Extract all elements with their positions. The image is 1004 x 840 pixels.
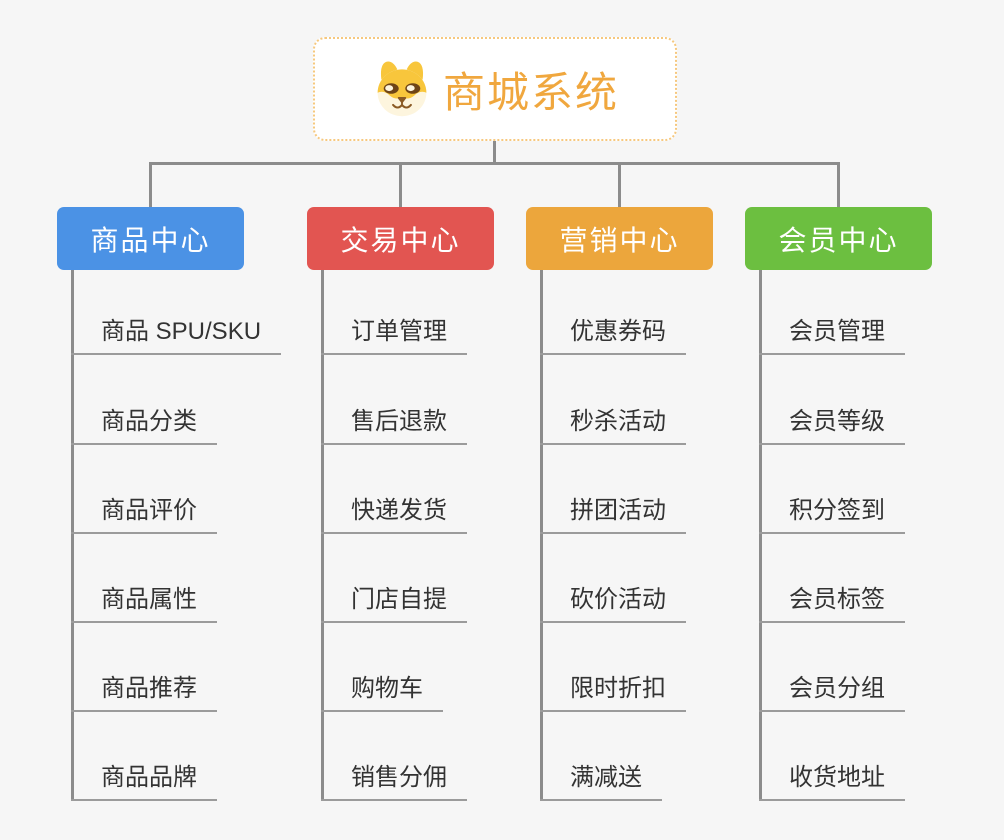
branch-node-marketing-center[interactable]: 营销中心 xyxy=(526,207,713,270)
root-node[interactable]: 商城系统 xyxy=(313,37,677,141)
leaf-node[interactable]: 门店自提 xyxy=(321,586,467,623)
leaf-node[interactable]: 会员管理 xyxy=(759,318,905,355)
leaf-node[interactable]: 会员标签 xyxy=(759,586,905,623)
leaf-node[interactable]: 积分签到 xyxy=(759,497,905,534)
leaf-node[interactable]: 商品品牌 xyxy=(71,764,217,801)
leaf-node[interactable]: 商品分类 xyxy=(71,408,217,445)
connector-spine-member xyxy=(759,269,762,801)
leaf-node[interactable]: 售后退款 xyxy=(321,408,467,445)
connector-drop-trade xyxy=(399,162,402,208)
leaf-node[interactable]: 会员等级 xyxy=(759,408,905,445)
branch-node-trade-center[interactable]: 交易中心 xyxy=(307,207,494,270)
connector-spine-product xyxy=(71,269,74,801)
branch-label: 商品中心 xyxy=(90,224,211,256)
leaf-node[interactable]: 商品属性 xyxy=(71,586,217,623)
shiba-dog-icon xyxy=(377,61,427,117)
branch-label: 营销中心 xyxy=(559,224,680,256)
leaf-node[interactable]: 收货地址 xyxy=(759,764,905,801)
leaf-node[interactable]: 限时折扣 xyxy=(540,675,686,712)
connector-spine-marketing xyxy=(540,269,543,801)
leaf-node[interactable]: 会员分组 xyxy=(759,675,905,712)
leaf-node[interactable]: 商品 SPU/SKU xyxy=(71,318,282,355)
leaf-node[interactable]: 拼团活动 xyxy=(540,497,686,534)
connector-drop-marketing xyxy=(618,162,621,208)
connector-top-rail xyxy=(149,162,840,165)
connector-root-stem xyxy=(493,140,496,164)
leaf-node[interactable]: 快递发货 xyxy=(321,497,467,534)
leaf-node[interactable]: 订单管理 xyxy=(321,318,467,355)
leaf-node[interactable]: 满减送 xyxy=(540,764,662,801)
leaf-node[interactable]: 商品推荐 xyxy=(71,675,217,712)
branch-label: 会员中心 xyxy=(778,224,899,256)
branch-node-product-center[interactable]: 商品中心 xyxy=(57,207,244,270)
leaf-node[interactable]: 砍价活动 xyxy=(540,586,686,623)
connector-drop-member xyxy=(837,162,840,208)
connector-spine-trade xyxy=(321,269,324,801)
root-title: 商城系统 xyxy=(442,68,619,116)
connector-drop-product xyxy=(149,162,152,208)
leaf-node[interactable]: 销售分佣 xyxy=(321,764,467,801)
branch-label: 交易中心 xyxy=(340,224,461,256)
leaf-node[interactable]: 购物车 xyxy=(321,675,443,712)
branch-node-member-center[interactable]: 会员中心 xyxy=(745,207,932,270)
leaf-node[interactable]: 秒杀活动 xyxy=(540,408,686,445)
leaf-node[interactable]: 商品评价 xyxy=(71,497,217,534)
leaf-node[interactable]: 优惠券码 xyxy=(540,318,686,355)
